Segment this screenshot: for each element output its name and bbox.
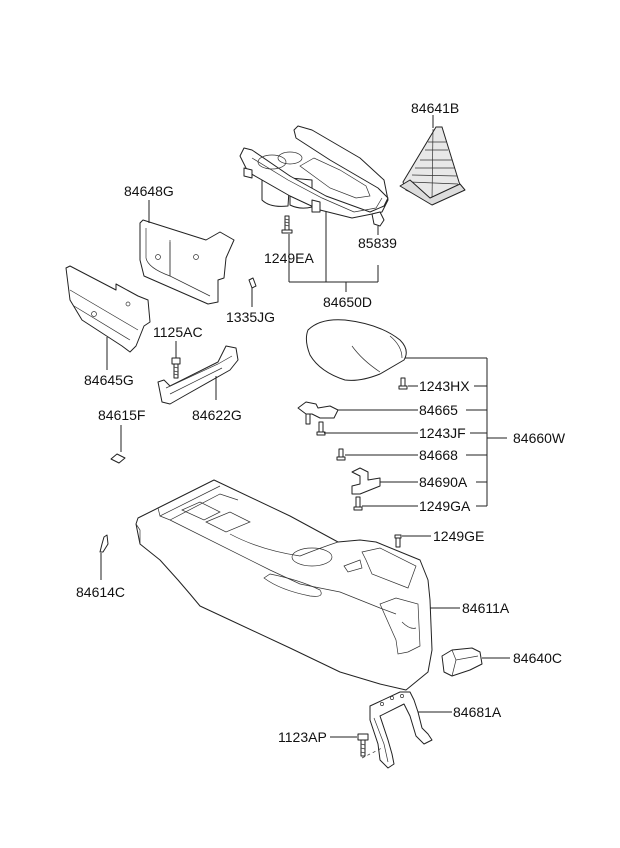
- label-84648g: 84648G: [124, 183, 174, 199]
- label-84622g: 84622G: [192, 407, 242, 423]
- label-1243hx: 1243HX: [419, 378, 470, 394]
- label-84615f: 84615F: [98, 407, 145, 423]
- label-1335jg: 1335JG: [226, 309, 275, 325]
- screw-1249ge[interactable]: [394, 534, 402, 548]
- pad-84615f[interactable]: [110, 453, 126, 464]
- clip-85839[interactable]: [371, 211, 385, 227]
- bracket-84681a[interactable]: [369, 691, 433, 769]
- label-1243jf: 1243JF: [419, 425, 466, 441]
- label-84665: 84665: [419, 402, 458, 418]
- label-1249ga: 1249GA: [419, 498, 471, 514]
- side-cover-84645g[interactable]: [65, 265, 151, 353]
- label-84681a: 84681A: [453, 704, 502, 720]
- label-84641b: 84641B: [411, 100, 459, 116]
- clip-84614c[interactable]: [99, 534, 109, 553]
- label-84668: 84668: [419, 447, 458, 463]
- label-84650d: 84650D: [323, 294, 372, 310]
- label-84690a: 84690A: [419, 474, 468, 490]
- screw-1243hx[interactable]: [398, 377, 408, 390]
- side-cover-84648g[interactable]: [139, 219, 235, 305]
- shift-boot-84641b[interactable]: [399, 115, 466, 206]
- hinge-84665[interactable]: [297, 401, 339, 425]
- label-1249ge: 1249GE: [433, 528, 484, 544]
- screw-84668[interactable]: [336, 448, 346, 461]
- leader-84660w: [324, 357, 507, 507]
- cup-holder-tray-84650d[interactable]: [239, 125, 389, 219]
- screw-1249ga[interactable]: [353, 496, 363, 511]
- armrest-84660w[interactable]: [305, 319, 407, 381]
- screw-1249ea[interactable]: [281, 215, 293, 234]
- label-1125ac: 1125AC: [153, 324, 203, 340]
- label-84640c: 84640C: [513, 650, 562, 666]
- label-85839: 85839: [358, 235, 397, 251]
- screw-1243jf[interactable]: [316, 421, 326, 436]
- leader-84650d: [288, 212, 379, 292]
- clip-1335jg[interactable]: [248, 277, 257, 289]
- latch-84690a[interactable]: [351, 467, 381, 495]
- console-body-84611a[interactable]: [135, 479, 433, 691]
- bolt-1125ac[interactable]: [171, 357, 181, 379]
- bracket-84622g[interactable]: [157, 345, 239, 405]
- label-1123ap: 1123AP: [278, 729, 327, 745]
- label-84611a: 84611A: [462, 600, 510, 616]
- ashtray-84640c[interactable]: [441, 647, 483, 677]
- label-84645g: 84645G: [84, 372, 134, 388]
- bolt-1123ap[interactable]: [357, 733, 383, 759]
- label-84660w: 84660W: [513, 430, 566, 446]
- label-84614c: 84614C: [76, 584, 125, 600]
